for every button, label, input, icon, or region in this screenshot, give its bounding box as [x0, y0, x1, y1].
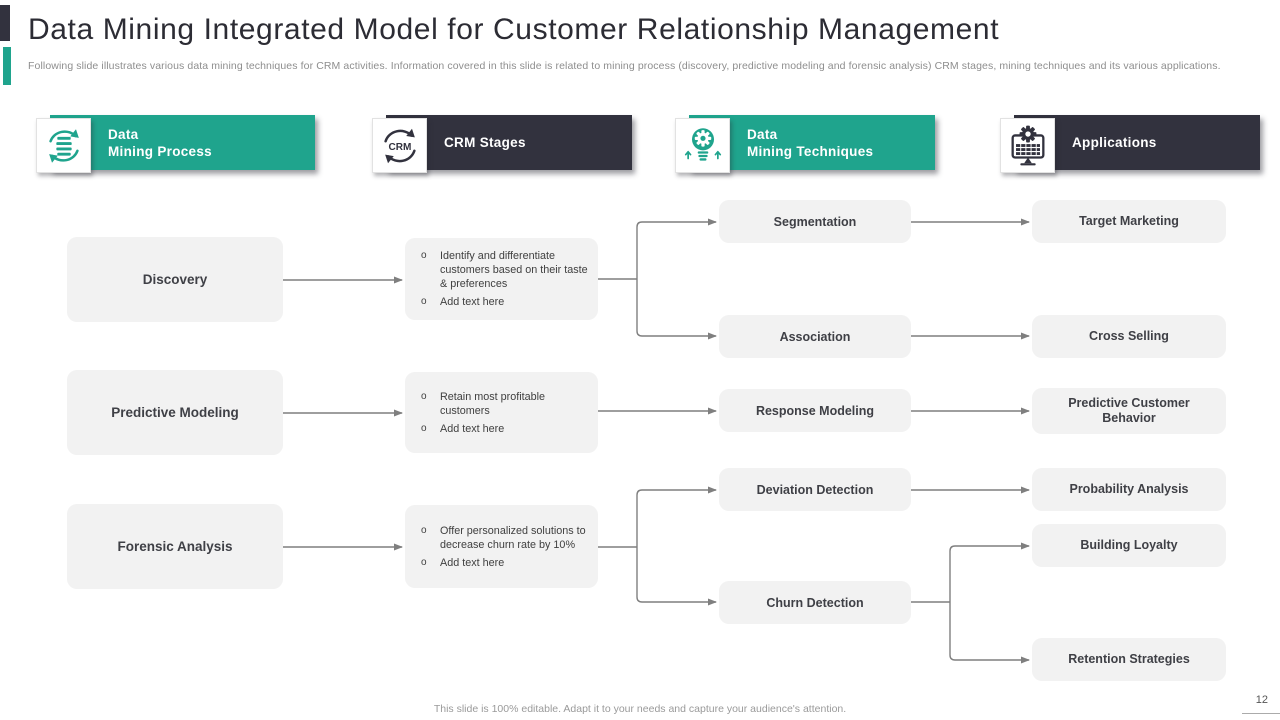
connector [636, 547, 717, 606]
footer-note: This slide is 100% editable. Adapt it to… [433, 703, 847, 715]
application-box-target-marketing: Target Marketing [1032, 200, 1226, 243]
application-label: Building Loyalty [1080, 538, 1178, 552]
bullet-marker: o [421, 390, 427, 402]
stage-box-predictive-modeling: Predictive Modeling [67, 370, 283, 455]
slide-description: Following slide illustrates various data… [28, 60, 1221, 72]
technique-box-churn-detection: Churn Detection [719, 581, 911, 624]
bullet-text: Identify and differentiate customers bas… [440, 250, 588, 290]
banner-label: Mining Process [108, 143, 212, 159]
bullet-text: Retain most profitable customers [440, 390, 546, 417]
bullet-item: o Add text here [421, 422, 588, 436]
application-label: Retention Strategies [1068, 652, 1190, 666]
banner-applications: Applications [1014, 115, 1260, 170]
bulb-gear-icon [675, 118, 730, 173]
banner-data-mining-techniques: Data Mining Techniques [689, 115, 935, 170]
sync-list-icon [36, 118, 91, 173]
crm-icon-label: CRM [388, 141, 411, 152]
application-box-building-loyalty: Building Loyalty [1032, 524, 1226, 567]
title-accent-bar-dark [0, 5, 10, 41]
connector [949, 542, 1030, 602]
bullet-text: Offer personalized solutions to decrease… [440, 524, 586, 551]
banner-label: CRM Stages [444, 135, 526, 150]
connector [636, 486, 717, 547]
technique-box-association: Association [719, 315, 911, 358]
banner-label: Data [108, 126, 139, 142]
crm-stage-note-discovery: o Identify and differentiate customers b… [405, 238, 598, 320]
crm-stage-note-forensic-analysis: o Offer personalized solutions to decrea… [405, 505, 598, 588]
banner-data-mining-process: Data Mining Process [50, 115, 315, 170]
stage-box-forensic-analysis: Forensic Analysis [67, 504, 283, 589]
bullet-marker: o [421, 296, 427, 307]
page-number-rule [1242, 713, 1280, 714]
technique-box-segmentation: Segmentation [719, 200, 911, 243]
crm-stage-note-predictive-modeling: o Retain most profitable customers o Add… [405, 372, 598, 453]
stage-label: Predictive Modeling [111, 405, 239, 420]
technique-label: Response Modeling [755, 403, 875, 418]
bullet-item: o Identify and differentiate customers b… [421, 249, 588, 291]
application-box-retention-strategies: Retention Strategies [1032, 638, 1226, 681]
banner-label: Applications [1072, 135, 1157, 150]
application-label: Target Marketing [1079, 214, 1179, 228]
technique-box-deviation-detection: Deviation Detection [719, 468, 911, 511]
application-label: Predictive Customer Behavior [1068, 396, 1190, 425]
connector [636, 279, 717, 340]
application-box-probability-analysis: Probability Analysis [1032, 468, 1226, 511]
page-number: 12 [1255, 694, 1268, 706]
technique-box-response-modeling: Response Modeling [719, 389, 911, 432]
bullet-text: Add text here [440, 422, 505, 435]
application-box-cross-selling: Cross Selling [1032, 315, 1226, 358]
application-label: Probability Analysis [1069, 482, 1189, 496]
connector [949, 602, 1030, 664]
technique-label: Segmentation [773, 214, 857, 229]
bullet-marker: o [421, 250, 427, 261]
bullet-marker: o [421, 524, 427, 536]
bullet-text: Add text here [440, 296, 505, 308]
banner-label: Mining Techniques [747, 143, 874, 159]
bullet-marker: o [421, 422, 427, 434]
stage-label: Discovery [142, 272, 208, 287]
bullet-item: o Add text here [421, 556, 588, 570]
banner-label: Data [747, 126, 778, 142]
connector [636, 218, 717, 279]
technique-label: Association [779, 329, 851, 344]
banner-crm-stages: CRM Stages [386, 115, 632, 170]
application-box-predictive-customer-behavior: Predictive Customer Behavior [1032, 388, 1226, 434]
page-title: Data Mining Integrated Model for Custome… [28, 13, 1000, 46]
technique-label: Churn Detection [766, 595, 864, 610]
application-label: Cross Selling [1089, 329, 1169, 343]
title-accent-bar-teal [3, 47, 11, 85]
bullet-item: o Offer personalized solutions to decrea… [421, 524, 588, 552]
stage-label: Forensic Analysis [117, 539, 233, 554]
bullet-text: Add text here [440, 556, 505, 569]
monitor-gear-icon [1000, 118, 1055, 173]
bullet-item: o Retain most profitable customers [421, 390, 588, 418]
stage-box-discovery: Discovery [67, 237, 283, 322]
bullet-item: o Add text here [421, 295, 588, 309]
technique-label: Deviation Detection [756, 482, 874, 497]
crm-cycle-icon: CRM [372, 118, 427, 173]
bullet-marker: o [421, 556, 427, 568]
